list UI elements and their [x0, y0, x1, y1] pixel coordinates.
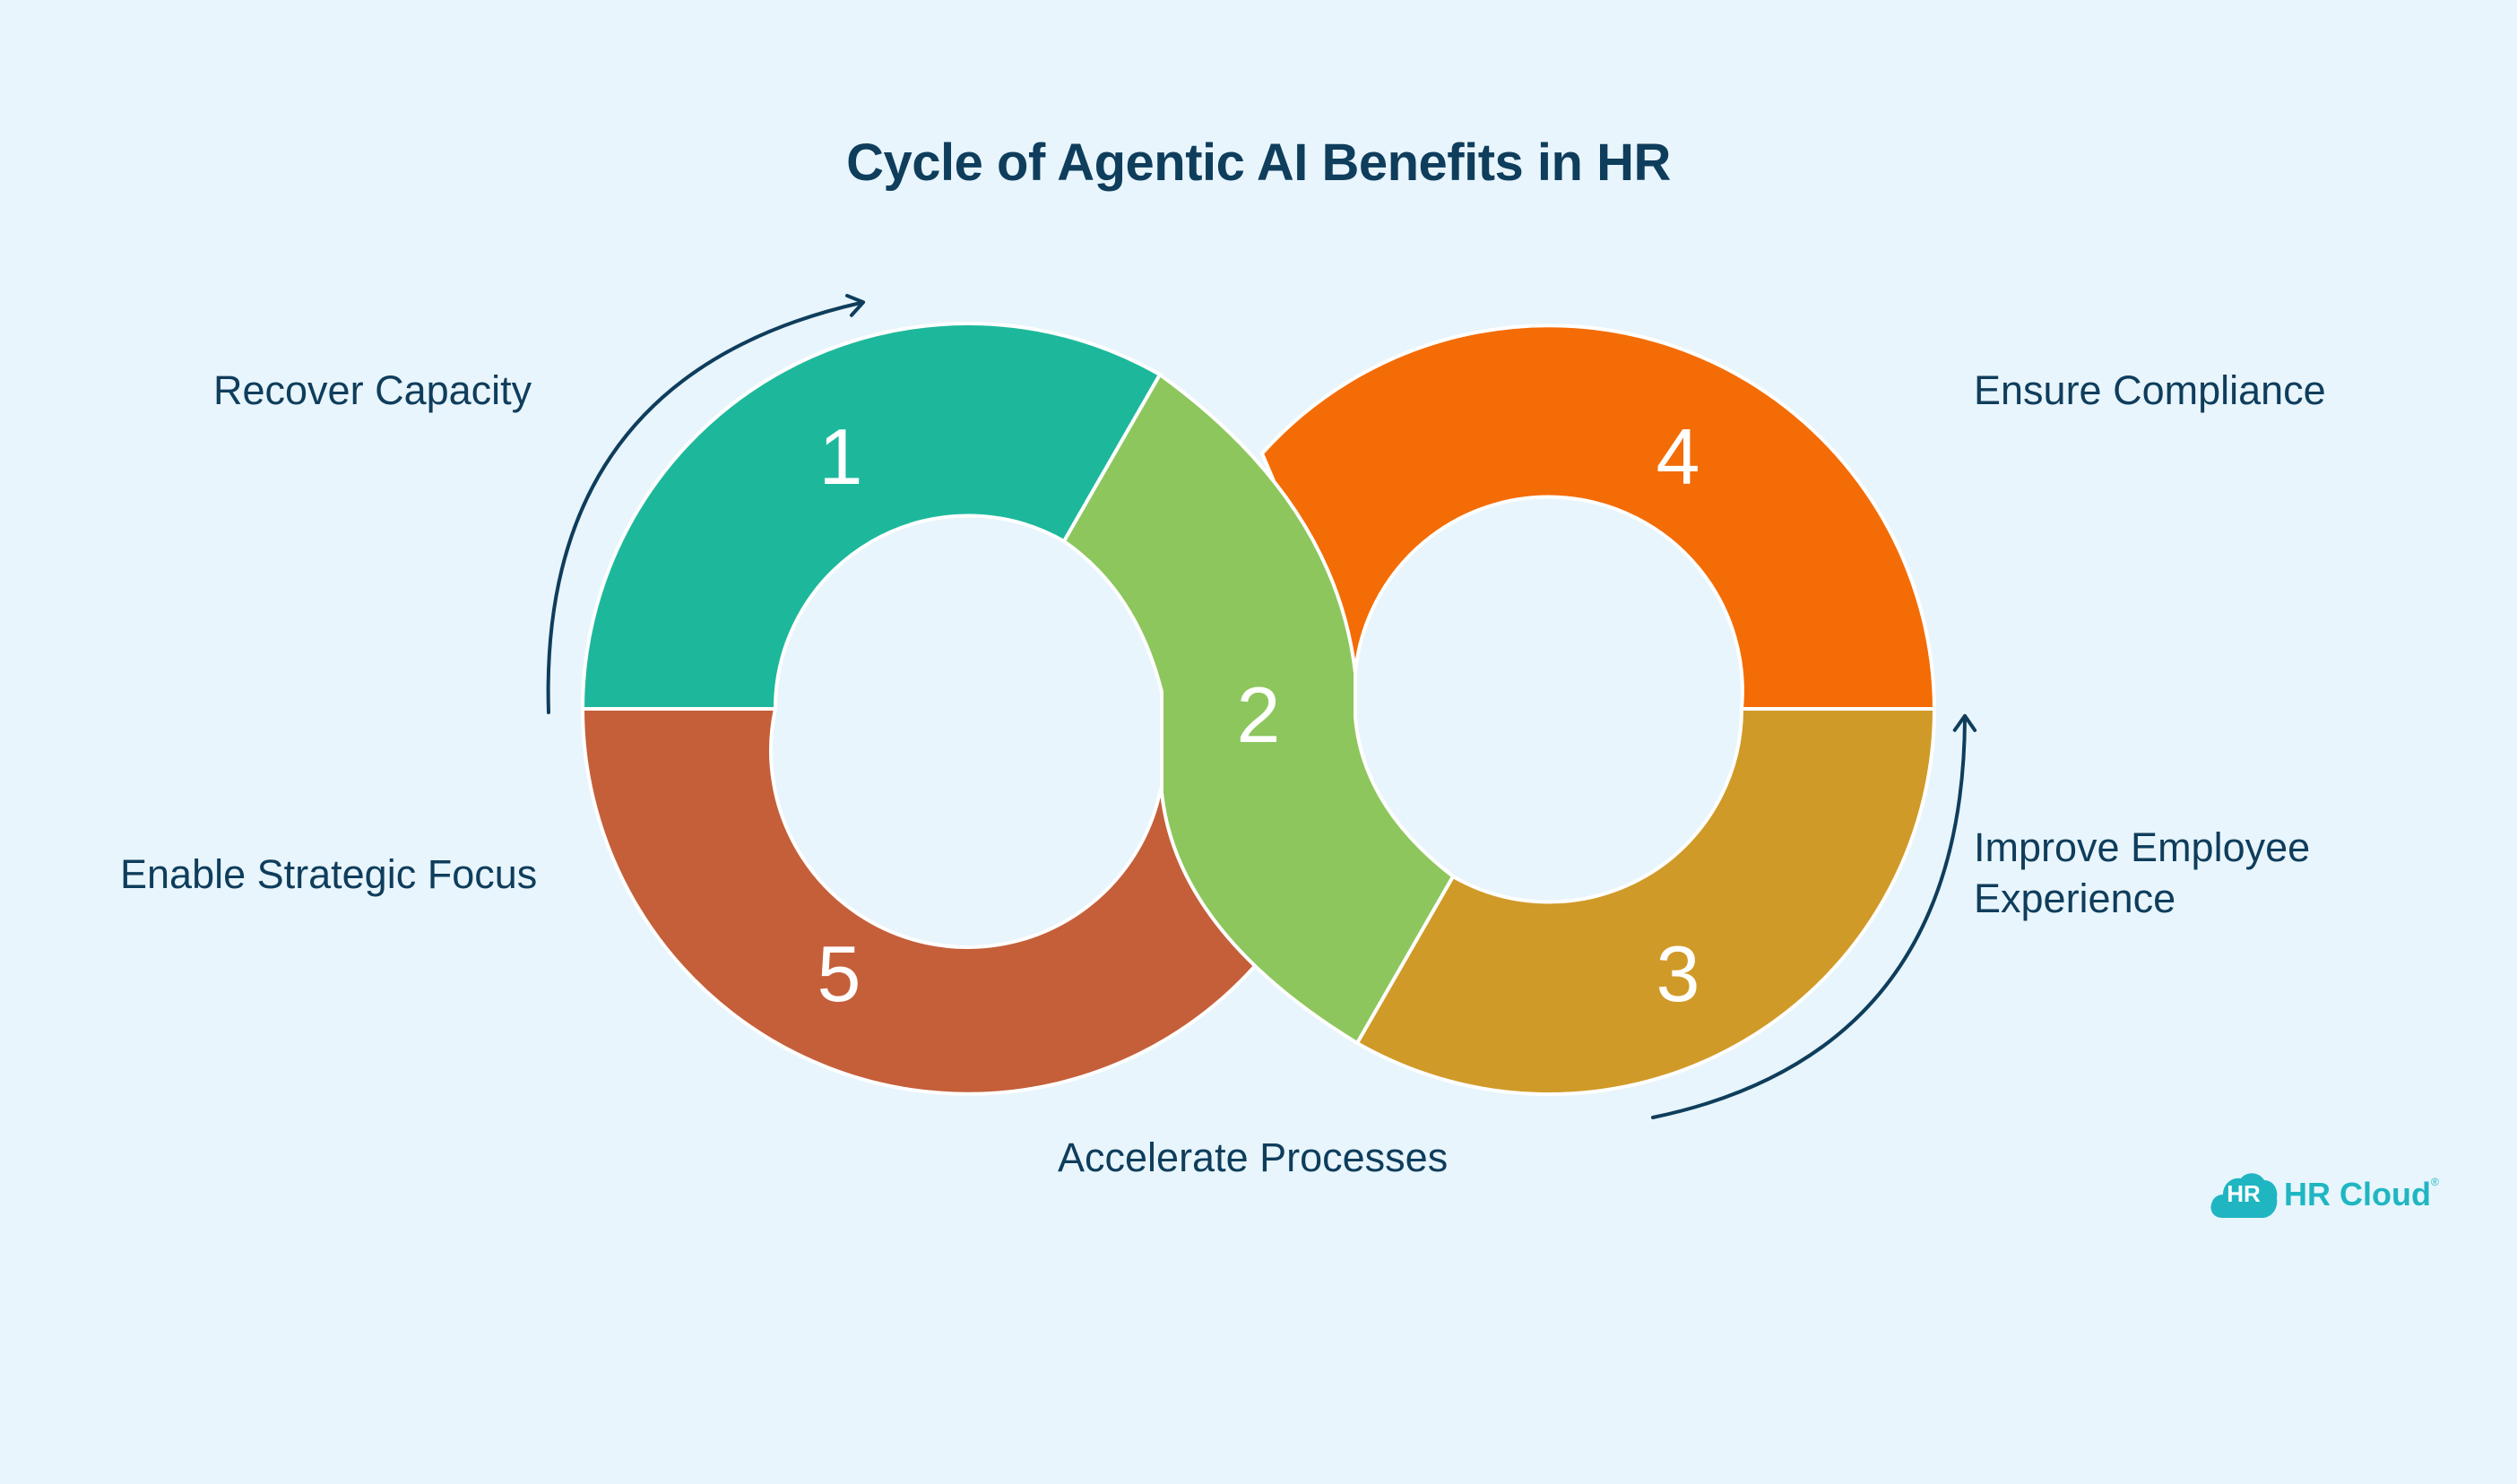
- segment-2: [1061, 372, 1456, 1046]
- step-number-2: 2: [1237, 670, 1281, 759]
- step-number-5: 5: [817, 929, 861, 1018]
- label-improve-line-1: Improve Employee: [1974, 824, 2311, 870]
- segment-3: [1354, 707, 1937, 1097]
- step-number-1: 1: [819, 412, 863, 501]
- label-ensure-compliance: Ensure Compliance: [1974, 367, 2326, 413]
- segment-4: [1259, 324, 1937, 711]
- label-recover-capacity: Recover Capacity: [213, 367, 532, 413]
- cloud-icon: HR: [2209, 1168, 2279, 1221]
- label-improve-employee-experience: Improve Employee Experience: [1974, 822, 2310, 924]
- label-improve-line-2: Experience: [1974, 876, 2176, 921]
- step-number-3: 3: [1656, 929, 1700, 1018]
- label-enable-strategic-focus: Enable Strategic Focus: [120, 851, 538, 897]
- segment-5: [580, 707, 1258, 1096]
- hr-cloud-logo: HR HR Cloud ®: [2209, 1168, 2439, 1221]
- segment-1: [580, 321, 1163, 711]
- brand-name: HR Cloud: [2284, 1176, 2431, 1212]
- flow-arrow-left: [546, 293, 866, 714]
- brand-trademark: ®: [2430, 1176, 2439, 1188]
- label-accelerate-processes: Accelerate Processes: [1058, 1135, 1449, 1180]
- step-number-4: 4: [1656, 412, 1700, 501]
- flow-arrow-right: [1651, 713, 1977, 1119]
- brand-badge: HR: [2227, 1180, 2261, 1207]
- page-title: Cycle of Agentic AI Benefits in HR: [846, 134, 1671, 192]
